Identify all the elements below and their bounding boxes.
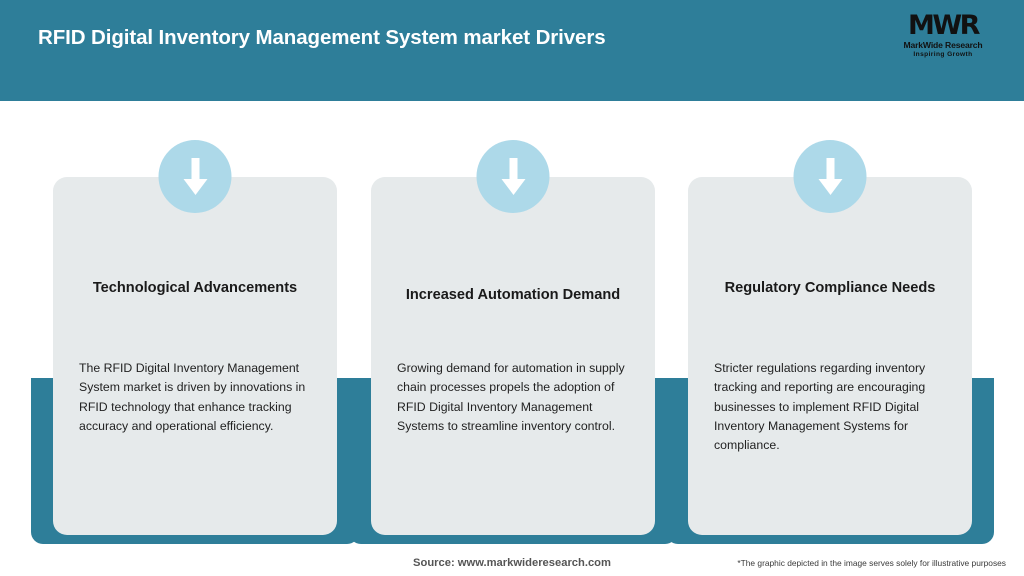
card-title: Regulatory Compliance Needs — [724, 280, 936, 296]
logo-monogram: MWR — [908, 10, 980, 41]
logo-company-name: MarkWide Research — [903, 40, 983, 50]
card-body-text: Stricter regulations regarding inventory… — [714, 361, 926, 453]
card-surface: Increased Automation Demand Growing dema… — [371, 177, 655, 535]
card-title: Increased Automation Demand — [405, 287, 621, 303]
driver-card: Regulatory Compliance Needs Stricter reg… — [666, 140, 994, 545]
logo-tagline: Inspiring Growth — [913, 50, 973, 58]
disclaimer-note: *The graphic depicted in the image serve… — [737, 558, 1006, 568]
header-banner: RFID Digital Inventory Management System… — [0, 0, 1024, 101]
card-body-text: Growing demand for automation in supply … — [397, 361, 625, 433]
markwide-research-logo: MWR MarkWide Research Inspiring Growth — [884, 12, 1002, 68]
card-surface: Regulatory Compliance Needs Stricter reg… — [688, 177, 972, 535]
driver-card: Technological Advancements The RFID Digi… — [31, 140, 359, 545]
source-label: Source: www.markwideresearch.com — [413, 557, 611, 569]
down-arrow-icon — [476, 140, 550, 213]
down-arrow-icon — [793, 140, 867, 213]
page-title: RFID Digital Inventory Management System… — [38, 26, 606, 49]
card-surface: Technological Advancements The RFID Digi… — [53, 177, 337, 535]
card-body-text: The RFID Digital Inventory Management Sy… — [79, 361, 306, 433]
driver-card: Increased Automation Demand Growing dema… — [349, 140, 677, 545]
down-arrow-icon — [158, 140, 232, 213]
card-title: Technological Advancements — [92, 280, 298, 296]
